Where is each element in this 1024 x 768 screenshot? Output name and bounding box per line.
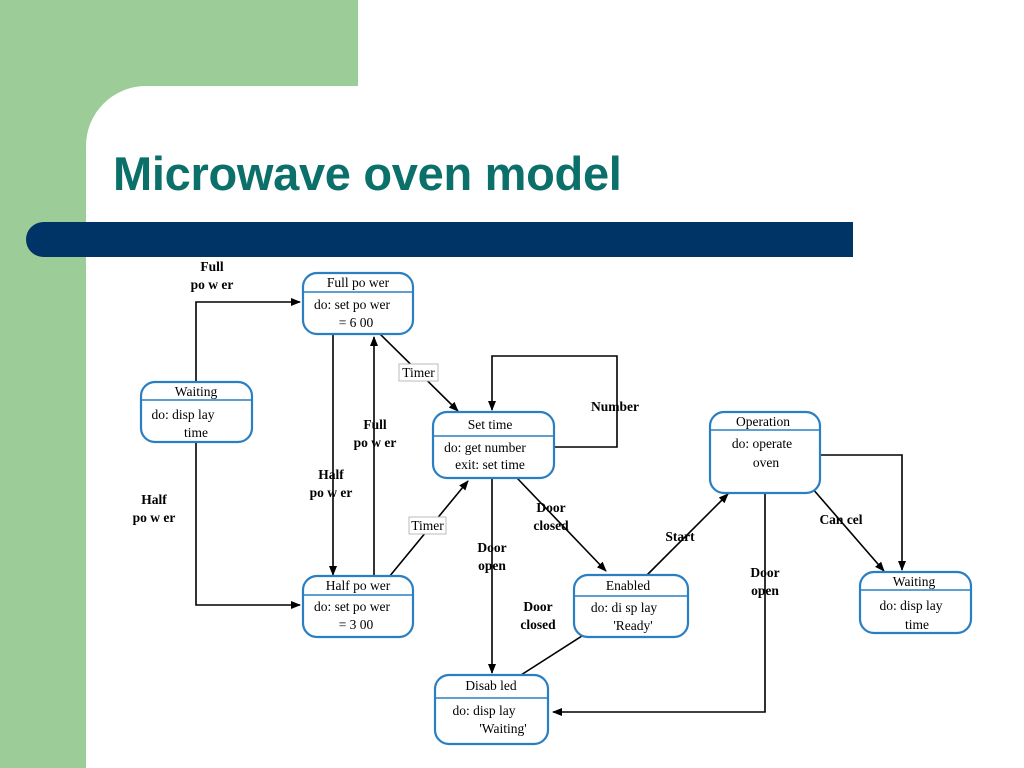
edge-operation-to-waiting — [820, 454, 906, 571]
slide-title: Microwave oven model — [113, 147, 622, 200]
label-half-power-mid: po w er — [310, 485, 353, 500]
state-name: Waiting — [175, 384, 218, 399]
state-action: do: disp lay — [152, 407, 215, 422]
state-full-power: Full po wer do: set po wer = 6 00 — [301, 271, 415, 336]
edge-operation-to-waiting-cancel — [811, 487, 885, 572]
state-name: Waiting — [893, 574, 936, 589]
state-name: Disab led — [465, 678, 517, 693]
title-underline-bar — [26, 222, 853, 257]
label-door-open-mid: open — [478, 558, 506, 573]
label-door-open-right: open — [751, 583, 779, 598]
edge-set-time-self-loop — [488, 355, 618, 448]
state-action: time — [184, 425, 208, 440]
state-set-time: Set time do: get number exit: set time — [431, 410, 556, 480]
state-action: = 6 00 — [339, 315, 374, 330]
label-number: Number — [591, 399, 639, 414]
green-sidebar — [0, 0, 86, 768]
state-action: = 3 00 — [339, 617, 374, 632]
label-full-power-top: po w er — [191, 277, 234, 292]
state-operation: Operation do: operate oven — [708, 410, 822, 495]
state-action: time — [905, 617, 929, 632]
state-disabled: Disab led do: disp lay 'Waiting' — [433, 673, 550, 746]
edge-operation-to-disabled — [552, 492, 766, 716]
state-action: do: operate — [732, 436, 792, 451]
rounded-corner — [86, 86, 146, 146]
label-full-power-mid: Full — [363, 417, 387, 432]
label-door-closed-top: Door — [536, 500, 565, 515]
state-name: Operation — [736, 414, 790, 429]
label-cancel: Can cel — [819, 512, 862, 527]
label-half-power-left: Half — [141, 492, 167, 507]
label-timer-top: Timer — [398, 363, 439, 382]
state-action: exit: set time — [455, 457, 525, 472]
label-door-closed-bottom: Door — [523, 599, 552, 614]
edge-waiting-to-full-power — [195, 298, 301, 383]
svg-text:Timer: Timer — [402, 365, 435, 380]
state-name: Full po wer — [327, 275, 390, 290]
state-name: Half po wer — [326, 578, 391, 593]
label-timer-bottom: Timer — [408, 516, 447, 535]
edge-set-time-to-enabled — [516, 477, 607, 572]
state-action: do: get number — [444, 440, 526, 455]
edge-waiting-to-half-power — [195, 442, 301, 609]
label-door-closed-top: closed — [533, 518, 569, 533]
state-name: Enabled — [606, 578, 650, 593]
state-waiting-left: Waiting do: disp lay time — [139, 380, 254, 444]
label-half-power-mid: Half — [318, 467, 344, 482]
state-action: do: di sp lay — [591, 600, 658, 615]
state-action: do: disp lay — [880, 598, 943, 613]
green-top-band — [86, 0, 358, 86]
label-half-power-left: po w er — [133, 510, 176, 525]
label-door-open-right: Door — [750, 565, 779, 580]
state-action: do: disp lay — [453, 703, 516, 718]
state-waiting-right: Waiting do: disp lay time — [858, 570, 973, 635]
state-enabled: Enabled do: di sp lay 'Ready' — [572, 573, 690, 639]
state-action: do: set po wer — [314, 599, 391, 614]
label-door-open-mid: Door — [477, 540, 506, 555]
state-action: 'Waiting' — [479, 721, 526, 736]
svg-text:Timer: Timer — [411, 518, 444, 533]
state-half-power: Half po wer do: set po wer = 3 00 — [301, 574, 415, 639]
state-action: oven — [753, 455, 779, 470]
label-start: Start — [665, 529, 695, 544]
label-full-power-top: Full — [200, 259, 224, 274]
label-door-closed-bottom: closed — [520, 617, 556, 632]
edge-enabled-to-operation — [646, 493, 729, 576]
state-action: do: set po wer — [314, 297, 391, 312]
label-full-power-mid: po w er — [354, 435, 397, 450]
state-action: 'Ready' — [613, 618, 652, 633]
state-name: Set time — [468, 417, 513, 432]
